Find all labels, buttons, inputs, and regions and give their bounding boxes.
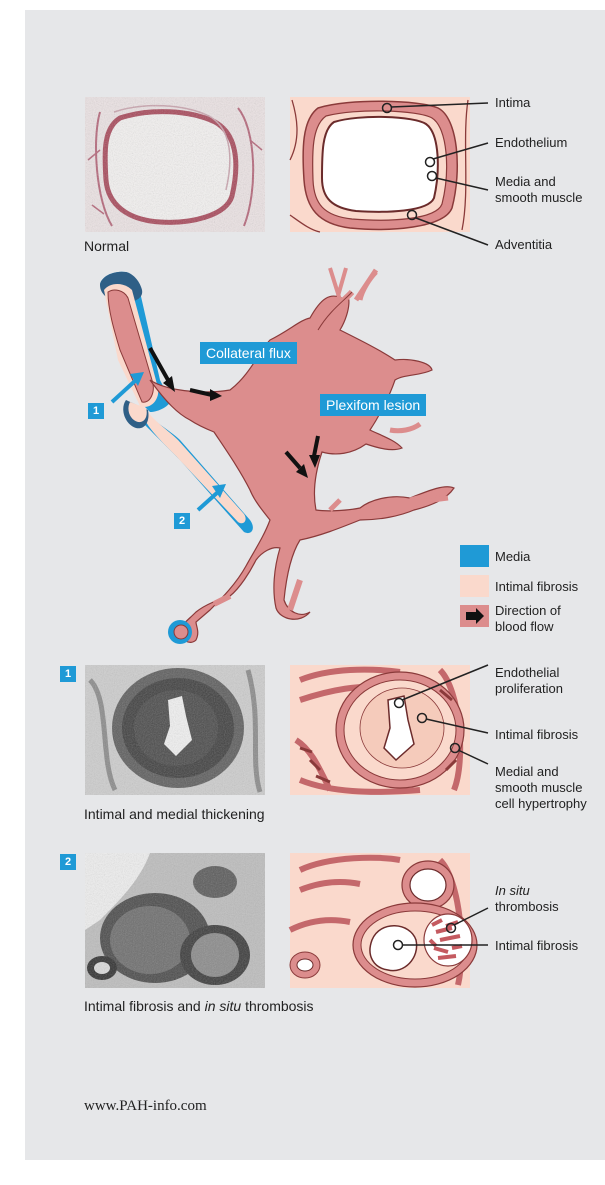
label-smooth-muscle: smooth muscle bbox=[495, 190, 582, 206]
panel2-caption-part2: thrombosis bbox=[241, 998, 313, 1014]
panel1-number: 1 bbox=[60, 666, 76, 682]
panel2-caption-italic: in situ bbox=[205, 998, 242, 1014]
panel2-caption: Intimal fibrosis and in situ thrombosis bbox=[84, 998, 314, 1014]
panel2-caption-part1: Intimal fibrosis and bbox=[84, 998, 205, 1014]
normal-caption: Normal bbox=[84, 238, 129, 254]
label-in-situ: In situ bbox=[495, 883, 530, 899]
label-cell-hypertrophy: cell hypertrophy bbox=[495, 796, 587, 812]
normal-schematic bbox=[290, 97, 488, 245]
label-intima: Intima bbox=[495, 95, 530, 111]
panel2-schematic bbox=[290, 853, 488, 988]
panel1-histology-photo bbox=[85, 665, 265, 795]
label-media-and: Media and bbox=[495, 174, 556, 190]
marker-1: 1 bbox=[88, 403, 104, 419]
normal-histology-photo bbox=[85, 97, 265, 232]
label-adventitia: Adventitia bbox=[495, 237, 552, 253]
label-proliferation: proliferation bbox=[495, 681, 563, 697]
label-smooth-muscle-2: smooth muscle bbox=[495, 780, 582, 796]
label-endothelial: Endothelial bbox=[495, 665, 559, 681]
label-thrombosis: thrombosis bbox=[495, 899, 559, 915]
panel2-number: 2 bbox=[60, 854, 76, 870]
plexiform-vessel-diagram bbox=[100, 268, 454, 644]
legend-swatches bbox=[460, 545, 489, 627]
panel1-caption: Intimal and medial thickening bbox=[84, 806, 265, 822]
collateral-flux-tag: Collateral flux bbox=[200, 342, 297, 364]
label-intimal-fibrosis-2: Intimal fibrosis bbox=[495, 938, 578, 954]
footer-url: www.PAH-info.com bbox=[84, 1098, 207, 1115]
label-medial-and: Medial and bbox=[495, 764, 559, 780]
legend-direction-of: Direction of bbox=[495, 603, 561, 619]
panel1-schematic bbox=[290, 665, 488, 795]
label-intimal-fibrosis-1: Intimal fibrosis bbox=[495, 727, 578, 743]
panel2-histology-photo bbox=[85, 853, 265, 988]
plexiform-lesion-tag: Plexifom lesion bbox=[320, 394, 426, 416]
marker-2: 2 bbox=[174, 513, 190, 529]
label-endothelium: Endothelium bbox=[495, 135, 567, 151]
legend-intimal-fibrosis: Intimal fibrosis bbox=[495, 579, 578, 595]
legend-media: Media bbox=[495, 549, 530, 565]
legend-blood-flow: blood flow bbox=[495, 619, 554, 635]
